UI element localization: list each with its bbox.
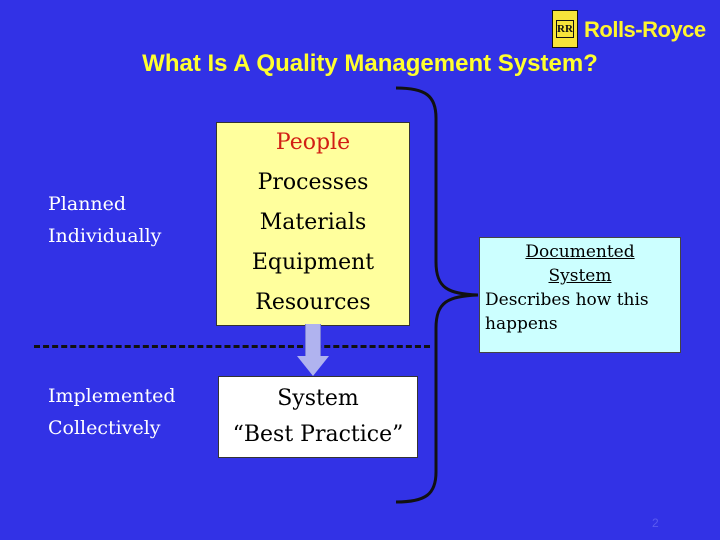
implemented-label-line: Collectively [48,417,161,439]
documented-description-line: happens [485,314,558,334]
system-box-title: System [277,386,359,411]
dashed-divider [34,345,430,348]
documented-heading-line: System [548,266,612,286]
inputs-item-materials: Materials [259,210,367,235]
down-arrow-icon [297,356,329,376]
documented-description-line: Describes how this [485,290,649,310]
rr-badge-icon: RR [552,10,578,48]
planned-label-line: Planned [48,193,127,215]
planned-individually-label: Planned Individually [48,188,161,252]
rolls-royce-logo: RR Rolls-Royce [552,10,712,48]
implemented-label-line: Implemented [48,385,176,407]
planned-label-line: Individually [48,225,162,247]
inputs-item-processes: Processes [257,170,369,195]
implemented-collectively-label: Implemented Collectively [48,380,176,444]
logo-brand-text: Rolls-Royce [584,17,706,42]
inputs-box: People Processes Materials Equipment Res… [216,122,410,326]
documented-heading-line: Documented [525,242,635,262]
inputs-list: People Processes Materials Equipment Res… [217,123,409,323]
inputs-item-resources: Resources [255,290,371,315]
slide-title: What Is A Quality Management System? [142,50,598,77]
down-arrow-shaft [305,324,321,358]
rr-badge-letters: RR [556,20,574,38]
inputs-item-equipment: Equipment [251,250,375,275]
system-box-subtitle: “Best Practice” [232,422,404,447]
page-number: 2 [652,516,659,530]
system-box: System “Best Practice” [218,376,418,458]
inputs-item-people: People [275,130,351,155]
documented-system-box: Documented System Describes how this hap… [479,237,681,353]
